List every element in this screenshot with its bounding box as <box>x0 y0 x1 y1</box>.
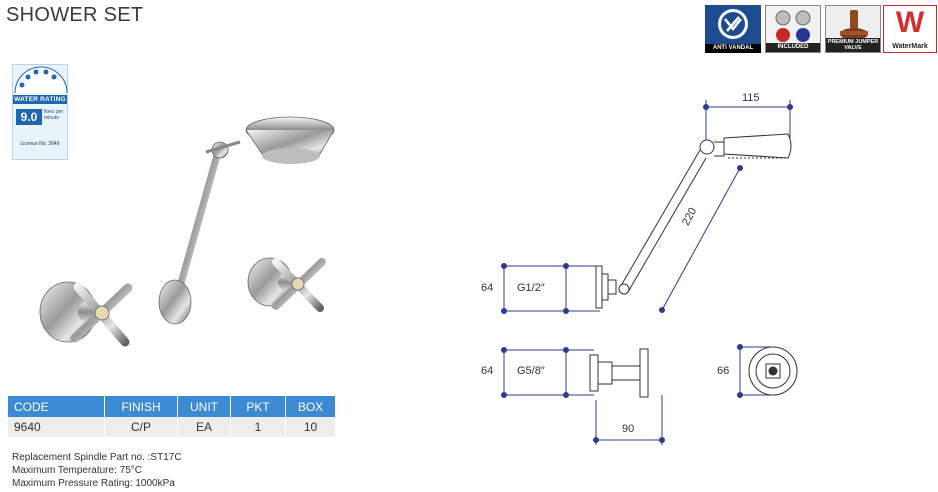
watermark-logo-icon: W <box>895 6 925 39</box>
dimension-height-bottom: 64 <box>481 365 494 377</box>
dimension-depth: 90 <box>622 423 635 435</box>
shower-head <box>245 116 335 164</box>
table-header-row: CODE FINISH UNIT PKT BOX <box>8 396 336 417</box>
header-finish: FINISH <box>104 396 178 417</box>
star-rating-icon <box>14 66 68 94</box>
jumper-valve-badge: PREMIUM JUMPER VALVE <box>825 5 881 53</box>
cell-box: 10 <box>285 417 336 437</box>
temperature-note: Maximum Temperature: 75°C <box>12 465 142 476</box>
header-box: BOX <box>285 396 336 417</box>
water-rating-label: WATER RATING 9.0 litres per minute Licen… <box>12 64 68 160</box>
cell-code: 9640 <box>8 417 105 437</box>
dimension-height-top: 64 <box>481 282 494 294</box>
dimension-diameter: 66 <box>717 365 730 377</box>
watermark-badge: W WaterMark <box>883 5 937 53</box>
shower-arm <box>158 140 241 325</box>
cell-finish: C/P <box>104 417 178 437</box>
page-title: SHOWER SET <box>6 4 144 26</box>
table-row: 9640 C/P EA 1 10 <box>8 417 336 437</box>
jumper-valve-icon <box>840 10 868 40</box>
cell-unit: EA <box>177 417 231 437</box>
spec-table: CODE FINISH UNIT PKT BOX 9640 C/P EA 1 1… <box>8 396 336 437</box>
right-tap <box>247 257 326 312</box>
header-code: CODE <box>8 396 105 417</box>
header-unit: UNIT <box>177 396 231 417</box>
spindle-note: Replacement Spindle Part no. :ST17C <box>12 452 182 463</box>
product-photo <box>39 116 335 347</box>
included-badge: INCLUDED <box>765 5 821 53</box>
cell-pkt: 1 <box>230 417 286 437</box>
anti-vandal-icon <box>718 9 748 39</box>
header-pkt: PKT <box>230 396 286 417</box>
handles-icon <box>775 10 811 42</box>
left-tap <box>39 281 133 347</box>
product-notes: Replacement Spindle Part no. :ST17C Maxi… <box>12 451 182 490</box>
dimension-thread-bottom: G5/8″ <box>517 365 545 377</box>
anti-vandal-badge: ANTI VANDAL <box>705 5 761 53</box>
dimension-arm-width: 115 <box>742 92 760 104</box>
dimension-thread-top: G1/2″ <box>517 282 545 294</box>
pressure-note: Maximum Pressure Rating: 1000kPa <box>12 478 175 489</box>
